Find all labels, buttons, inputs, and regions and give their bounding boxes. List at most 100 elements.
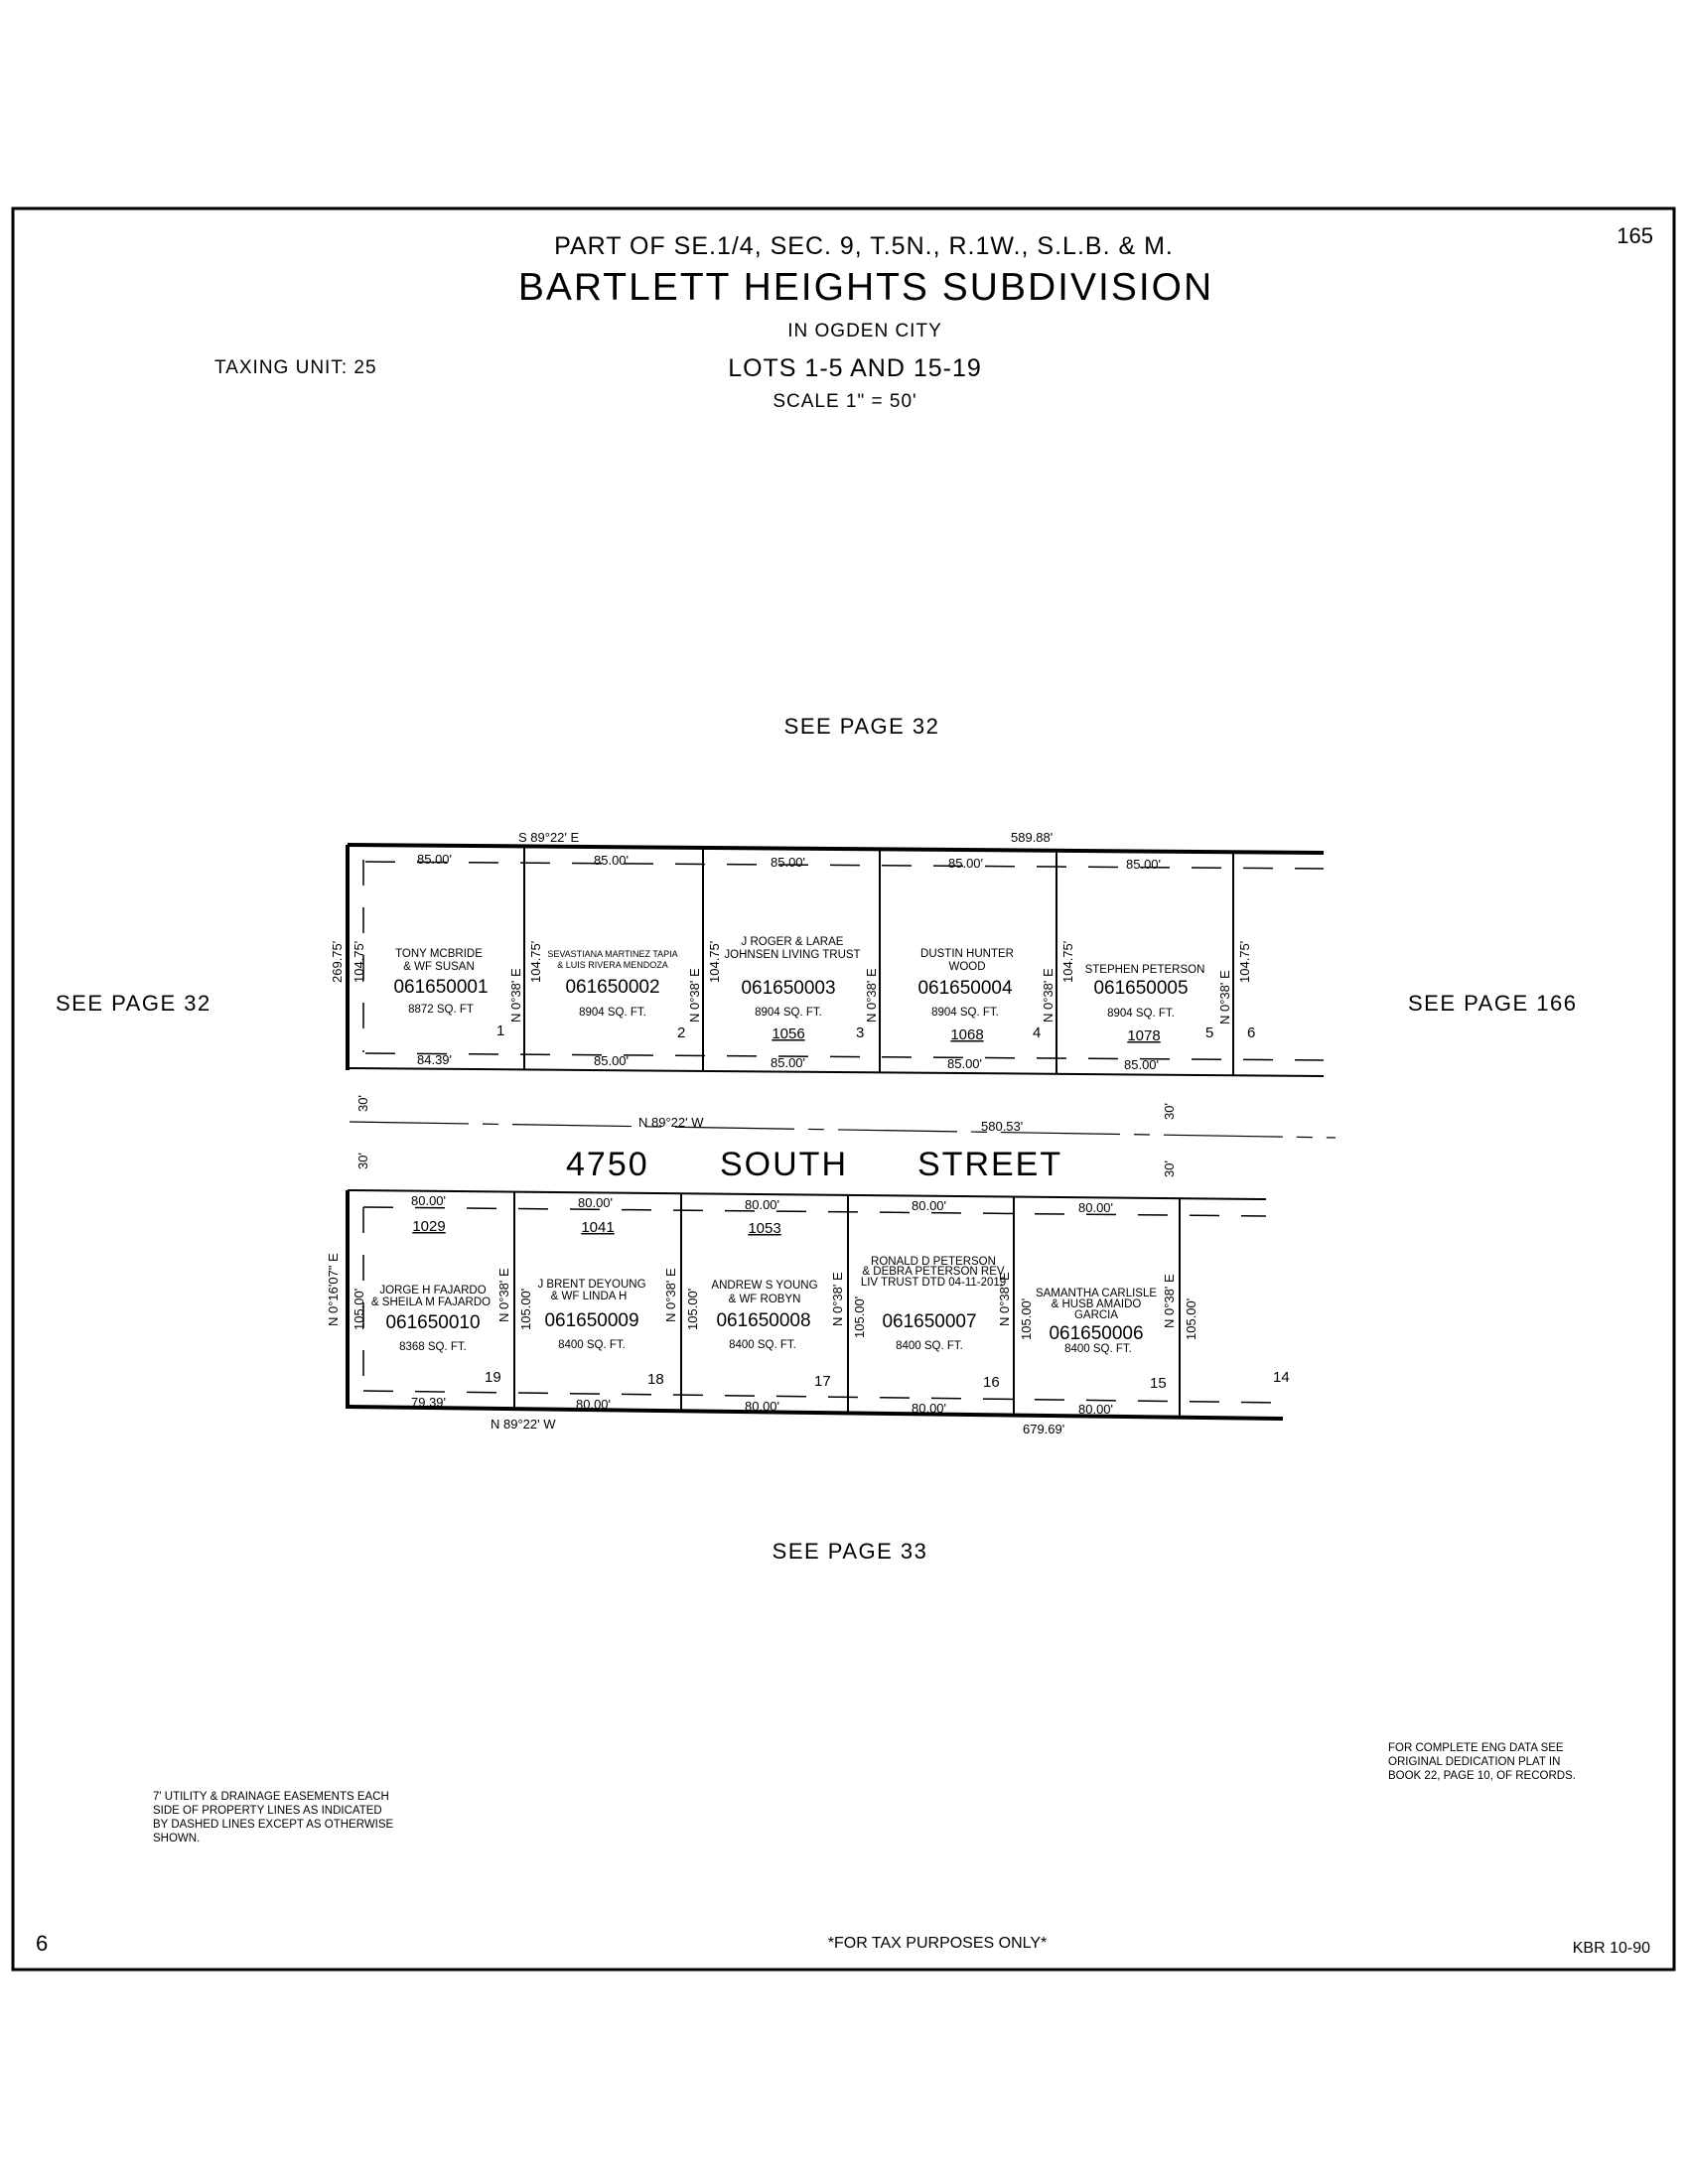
lot-19-owner-2: & SHEILA M FAJARDO <box>371 1297 491 1308</box>
lot-4-sqft: 8904 SQ. FT. <box>931 1007 999 1019</box>
lot-15-parcel: 061650006 <box>1049 1323 1143 1344</box>
eng-data-note-line-3: BOOK 22, PAGE 10, OF RECORDS. <box>1388 1770 1576 1782</box>
street-4750-south: 30' 30' 30' 30' N 89°22' W 580.53' 4750 … <box>349 1095 1336 1183</box>
lot-6-depth: 104.75' <box>1237 941 1252 983</box>
lot-2-front: 85.00' <box>594 853 629 868</box>
lot-17-owner: ANDREW S YOUNG <box>711 1280 817 1292</box>
north-block-top-boundary <box>347 843 1325 855</box>
lot-19: 80.00' 1029 105.00' JORGE H FAJARDO & SH… <box>352 1193 501 1410</box>
lot-16-side-bearing: N 0°38' E <box>830 1272 845 1326</box>
lot-4-back: 85.00' <box>947 1056 982 1071</box>
lot-4-parcel: 061650004 <box>917 978 1013 999</box>
lot-5-depth: 104.75' <box>1060 941 1075 983</box>
street-half-width-north-east: 30' <box>1162 1103 1177 1120</box>
lot-1-owner: TONY MCBRIDE <box>395 948 483 960</box>
lot-4-side-bearing: N 0°38' E <box>864 968 879 1023</box>
lot-3: 85.00' N 0°38' E 104.75' J ROGER & LARAE… <box>687 855 864 1070</box>
subdivision-title: BARTLETT HEIGHTS SUBDIVISION <box>518 266 1213 309</box>
lot-14-number: 14 <box>1273 1369 1290 1386</box>
lot-4: 85.00' N 0°38' E DUSTIN HUNTER WOOD 0616… <box>864 856 1041 1071</box>
lot-19-number: 19 <box>485 1369 501 1386</box>
lot-1-owner-2: & WF SUSAN <box>403 961 475 973</box>
lot-16-back: 80.00' <box>912 1401 946 1416</box>
lot-2-number: 2 <box>677 1024 685 1041</box>
south-block-bearing: N 89°22' W <box>491 1417 556 1432</box>
lot-18-back: 80.00' <box>576 1397 611 1412</box>
south-block-top-line <box>347 1189 1267 1200</box>
south-block-length: 679.69' <box>1023 1422 1064 1436</box>
south-easement-bottom <box>362 1390 1284 1404</box>
south-block <box>346 1189 1284 1421</box>
lot-15: 80.00' N 0°38' E 105.00' SAMANTHA CARLIS… <box>997 1200 1198 1417</box>
lot-18-owner-2: & WF LINDA H <box>551 1291 628 1302</box>
lot-3-number: 3 <box>856 1024 864 1041</box>
lot-4-owner: DUSTIN HUNTER <box>920 948 1014 960</box>
lot-5-address: 1078 <box>1127 1027 1160 1044</box>
eng-data-note-line-1: FOR COMPLETE ENG DATA SEE <box>1388 1742 1564 1754</box>
street-centerline <box>349 1121 1336 1139</box>
taxing-unit: TAXING UNIT: 25 <box>214 357 377 378</box>
north-block-west-depth: 269.75' <box>330 941 345 983</box>
eng-data-note: FOR COMPLETE ENG DATA SEE ORIGINAL DEDIC… <box>1388 1742 1576 1782</box>
lot-17-number: 17 <box>814 1373 831 1390</box>
lot-5-back: 85.00' <box>1124 1057 1159 1072</box>
lot-15-depth: 105.00' <box>1019 1298 1034 1340</box>
street-word-street: STREET <box>917 1146 1062 1183</box>
lot-19-sqft: 8368 SQ. FT. <box>399 1341 467 1353</box>
lot-1-number: 1 <box>496 1023 504 1039</box>
lot-19-back: 79.39' <box>411 1395 446 1410</box>
south-block-bottom-boundary <box>347 1405 1284 1421</box>
north-easement-bottom <box>364 1052 1325 1061</box>
lot-2-parcel: 061650002 <box>565 977 659 998</box>
easement-note-line-2: SIDE OF PROPERTY LINES AS INDICATED <box>153 1805 382 1817</box>
lot-1: 85.00' TONY MCBRIDE & WF SUSAN 061650001… <box>352 852 504 1067</box>
lot-15-owner-3: GARCIA <box>1074 1309 1118 1321</box>
lot-2-side-bearing: N 0°38' E <box>508 968 523 1023</box>
lot-3-front: 85.00' <box>771 855 805 870</box>
lot-17-owner-2: & WF ROBYN <box>729 1294 801 1305</box>
lot-16-number: 16 <box>983 1374 1000 1391</box>
lot-5-owner: STEPHEN PETERSON <box>1085 964 1205 976</box>
lot-15-back: 80.00' <box>1078 1402 1113 1417</box>
see-page-east: SEE PAGE 166 <box>1408 991 1577 1016</box>
lot-3-owner-2: JOHNSEN LIVING TRUST <box>724 949 860 961</box>
page-number: 165 <box>1617 223 1653 248</box>
lot-17-address: 1053 <box>748 1220 780 1237</box>
lot-3-side-bearing: N 0°38' E <box>687 968 702 1023</box>
north-block-length: 589.88' <box>1011 830 1053 845</box>
lot-3-address: 1056 <box>772 1025 804 1042</box>
lot-5-parcel: 061650005 <box>1093 978 1188 999</box>
street-bearing: N 89°22' W <box>638 1115 704 1130</box>
sheet-border <box>11 206 1676 1972</box>
lot-5-sqft: 8904 SQ. FT. <box>1107 1008 1175 1020</box>
street-length: 580.53' <box>981 1119 1023 1134</box>
lot-18-depth: 105.00' <box>518 1289 533 1330</box>
lot-3-parcel: 061650003 <box>741 978 835 999</box>
lot-17-sqft: 8400 SQ. FT. <box>729 1339 796 1351</box>
map-scale: SCALE 1" = 50' <box>773 391 916 412</box>
lot-18: 80.00' 1041 N 0°38' E 105.00' J BRENT DE… <box>496 1195 664 1412</box>
tax-purposes-note: *FOR TAX PURPOSES ONLY* <box>828 1935 1048 1952</box>
easement-note-line-3: BY DASHED LINES EXCEPT AS OTHERWISE <box>153 1819 394 1831</box>
street-word-south: SOUTH <box>720 1146 848 1183</box>
lot-17-depth: 105.00' <box>685 1289 700 1330</box>
lot-2-owner: SEVASTIANA MARTINEZ TAPIA <box>547 949 677 959</box>
lot-16: 80.00' RONALD D PETERSON & DEBRA PETERSO… <box>830 1198 1006 1416</box>
lot-5-front: 85.00' <box>1126 857 1161 872</box>
lot-4-owner-2: WOOD <box>948 961 985 973</box>
lot-15-owner-2: & HUSB AMAIDO <box>1052 1298 1142 1310</box>
revision-mark: KBR 10-90 <box>1573 1940 1650 1957</box>
lot-19-parcel: 061650010 <box>385 1312 480 1333</box>
location-description: PART OF SE.1/4, SEC. 9, T.5N., R.1W., S.… <box>554 232 1174 260</box>
lot-2: 85.00' N 0°38' E 104.75' SEVASTIANA MART… <box>508 853 685 1068</box>
easement-note-line-4: SHOWN. <box>153 1833 200 1844</box>
see-page-north: SEE PAGE 32 <box>784 714 940 739</box>
lot-6-number: 6 <box>1247 1024 1255 1041</box>
lot-15-sqft: 8400 SQ. FT. <box>1064 1343 1132 1355</box>
lot-17: 80.00' 1053 N 0°38' E 105.00' ANDREW S Y… <box>663 1197 831 1414</box>
lot-18-parcel: 061650009 <box>544 1310 638 1331</box>
lot-17-front: 80.00' <box>745 1197 779 1212</box>
lot-18-side-bearing: N 0°38' E <box>496 1268 511 1322</box>
lot-3-owner: J ROGER & LARAE <box>742 936 844 948</box>
